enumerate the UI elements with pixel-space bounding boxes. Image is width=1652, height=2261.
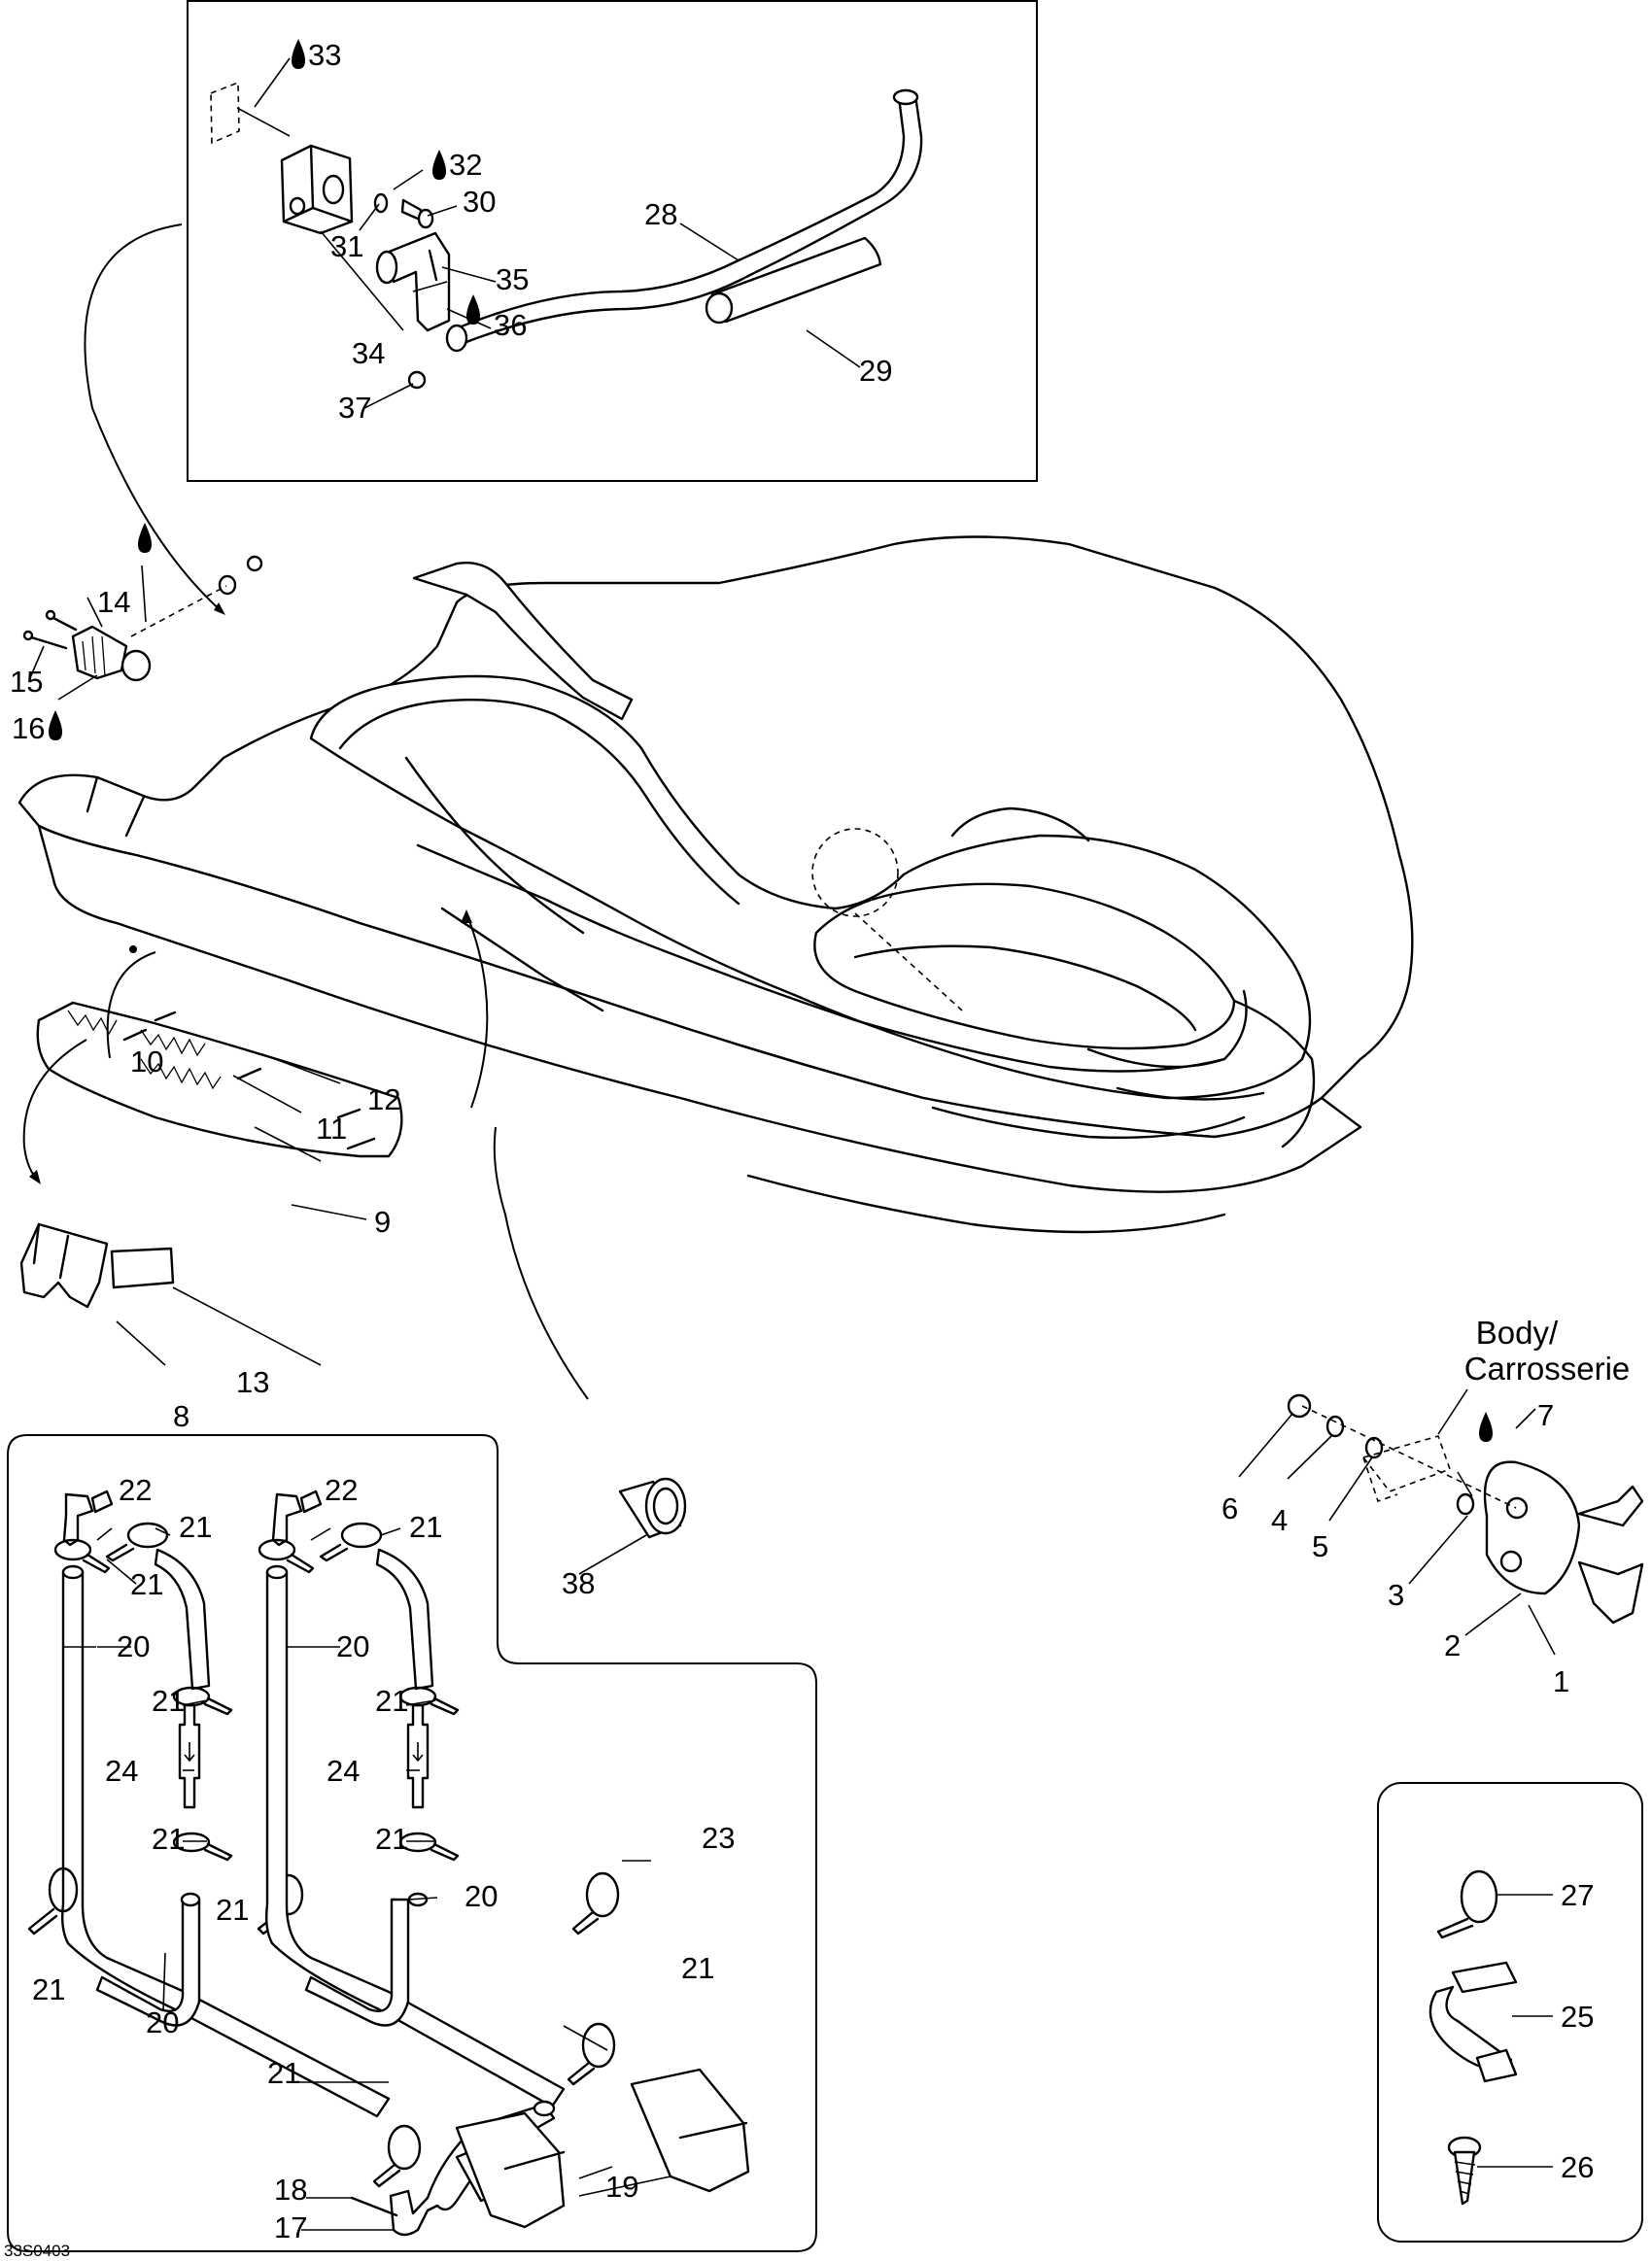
handle-inset-box: [187, 0, 1038, 482]
pin-35: [428, 249, 438, 282]
resonator-19-left: [455, 2111, 566, 2229]
drop-icon-36: [466, 294, 480, 325]
callout-24-a: 24: [105, 1754, 138, 1788]
callout-4: 4: [1271, 1503, 1288, 1537]
body-label-line1: Body/: [1476, 1315, 1559, 1351]
callout-11: 11: [316, 1112, 347, 1146]
label-plate-13: [110, 1247, 175, 1289]
callout-23: 23: [702, 1821, 735, 1855]
callout-29: 29: [859, 354, 892, 388]
screw-18: [350, 2196, 398, 2217]
bolt-30: [400, 198, 434, 229]
resonator-19-right: [630, 2068, 750, 2193]
callout-20-c: 20: [465, 1879, 498, 1913]
callout-9: 9: [374, 1205, 391, 1239]
callout-35: 35: [496, 262, 529, 296]
callout-2: 2: [1444, 1628, 1461, 1662]
callout-21-j: 21: [681, 1951, 714, 1985]
callout-27: 27: [1561, 1878, 1594, 1912]
lubricant-icons: [49, 39, 1493, 1442]
callout-8: 8: [173, 1399, 189, 1433]
body-label-line2: Carrosserie: [1464, 1351, 1631, 1387]
callout-21-i: 21: [32, 1972, 65, 2006]
grab-handle: [445, 88, 923, 353]
callout-21-a: 21: [179, 1510, 212, 1544]
callout-21-h: 21: [216, 1893, 249, 1927]
drop-icon-7: [1479, 1412, 1493, 1442]
hose-assembly-left: [27, 1490, 422, 2188]
hose-assembly-right: [258, 1490, 620, 2108]
callout-21-f: 21: [152, 1822, 185, 1856]
leader-lines: [28, 57, 1556, 2231]
deflector-8: [19, 1222, 109, 1309]
callout-10: 10: [130, 1045, 163, 1079]
callout-18: 18: [274, 2173, 307, 2207]
callout-37: 37: [338, 391, 371, 425]
callout-15: 15: [10, 665, 43, 699]
callout-28: 28: [644, 197, 677, 231]
callout-20-d: 20: [146, 2005, 179, 2039]
callout-33: 33: [308, 38, 341, 72]
washer-32: [373, 192, 389, 214]
callout-21-g: 21: [375, 1822, 408, 1856]
callout-13: 13: [236, 1365, 269, 1399]
callout-21-k: 21: [267, 2056, 300, 2090]
callout-20-a: 20: [117, 1629, 150, 1663]
drawing-code: 33S0403: [4, 2242, 70, 2260]
callout-5: 5: [1312, 1529, 1328, 1563]
intake-grate-assembly: [36, 1001, 403, 1158]
callout-12: 12: [367, 1082, 400, 1116]
callout-6: 6: [1222, 1491, 1238, 1525]
drop-icon-10: [138, 523, 152, 553]
callout-38: 38: [562, 1566, 595, 1600]
callout-24-b: 24: [327, 1754, 360, 1788]
body-fitting-assembly: [1287, 1388, 1644, 1625]
fasteners-inset-box: [1377, 1782, 1643, 2243]
callout-25: 25: [1561, 2000, 1594, 2034]
callout-3: 3: [1388, 1578, 1404, 1612]
callout-31: 31: [330, 229, 363, 263]
callout-21-e: 21: [375, 1684, 408, 1718]
nut-12: [246, 555, 263, 572]
callout-labels: 1 2 3 4 5 6 7 8 9 10 11 12 13 14 15 16 1…: [10, 38, 1594, 2244]
callout-22-a: 22: [119, 1473, 152, 1507]
callout-22-b: 22: [325, 1473, 358, 1507]
drain-plug-assembly: [22, 609, 152, 682]
callout-21-d: 21: [152, 1684, 185, 1718]
callout-30: 30: [463, 185, 496, 219]
bushing-38: [618, 1477, 687, 1539]
body-assembly: [17, 535, 1414, 1234]
mounting-surface-33: [210, 81, 240, 145]
callout-34: 34: [352, 336, 385, 370]
callout-21-b: 21: [409, 1510, 442, 1544]
callout-17: 17: [274, 2210, 307, 2244]
callout-16: 16: [12, 711, 45, 745]
clamp-25: [1428, 1961, 1518, 2083]
callout-14: 14: [97, 585, 130, 619]
callout-26: 26: [1561, 2150, 1594, 2184]
drop-icon-33: [292, 39, 305, 69]
callout-7: 7: [1537, 1398, 1554, 1432]
handle-foam-sleeve: [705, 236, 882, 325]
drop-icon-32: [432, 150, 446, 180]
callout-21-c: 21: [130, 1567, 163, 1601]
handle-support: [375, 231, 451, 332]
callout-1: 1: [1553, 1664, 1569, 1698]
callout-19: 19: [605, 2170, 638, 2204]
callout-20-b: 20: [336, 1629, 369, 1663]
drop-icon-16: [49, 710, 62, 740]
washer-11: [218, 574, 237, 596]
hose-inset-box: [7, 1434, 817, 2252]
callout-36: 36: [494, 308, 527, 342]
handle-bracket: [280, 144, 354, 235]
cable-tie-27: [1436, 1869, 1498, 1939]
screw-26: [1447, 2136, 1482, 2206]
callout-32: 32: [449, 148, 482, 182]
